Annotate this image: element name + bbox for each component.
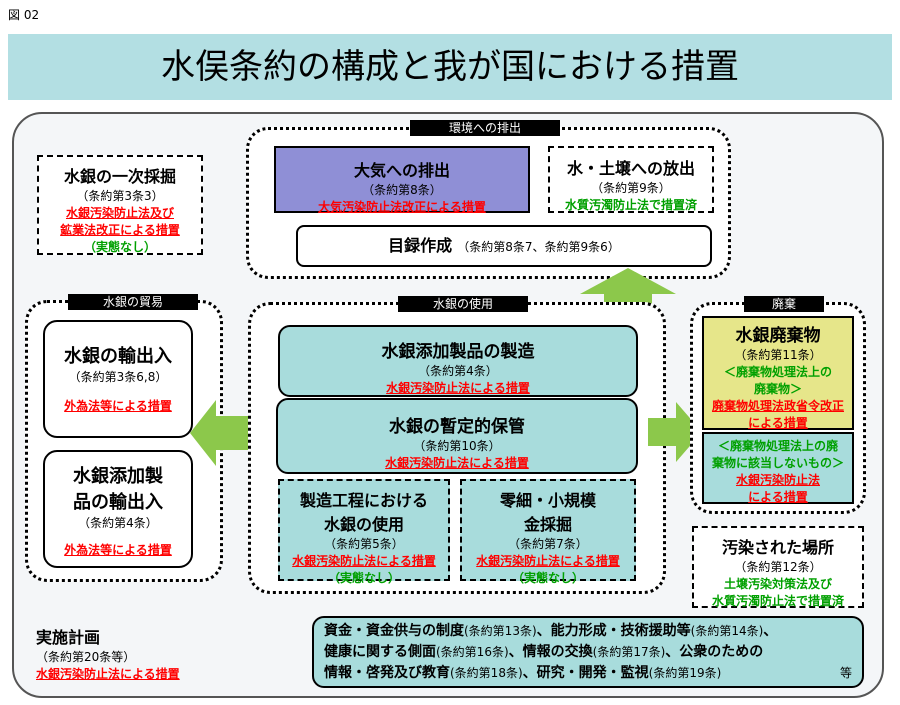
primary-mining-box: 水銀の一次採掘 （条約第3条3） 水銀汚染防止法及び 鉱業法改正による措置 （実… [37,155,203,255]
storage-article: （条約第10条） [413,439,501,453]
implementation-plan: 実施計画 （条約第20条等） 水銀汚染防止法による措置 [36,624,236,682]
air-emission-box: 大気への排出 （条約第8条） 大気汚染防止法改正による措置 [274,146,530,214]
other-provision-article: (条約第16条) [436,645,509,659]
contaminated-measure-2: 水質汚濁防止法で措置済 [711,594,844,608]
asgm-article: （条約第7条） [508,537,588,551]
air-emission-title: 大気への排出 [353,161,450,180]
other-line-3: 情報・啓発及び教育(条約第18条)、研究・開発・監視(条約第19条) 等 [324,663,852,684]
mercury-export-article: （条約第3条6,8） [68,370,168,384]
other-etc: 等 [839,666,852,680]
mercury-export-title: 水銀の輸出入 [64,346,172,367]
water-soil-measure: 水質汚濁防止法で措置済 [564,198,697,212]
asgm-note: （実態なし） [511,571,584,585]
other-provision-article: (条約第17条) [592,645,666,659]
waste-red-2a: 水銀汚染防止法 [735,473,820,487]
waste-green-2a: ＜廃棄物処理法上の廃 [717,439,838,453]
page-title: 水俣条約の構成と我が国における措置 [161,47,739,87]
process-use-note: （実態なし） [327,571,400,585]
other-provision-text: 、公衆のための [665,644,764,660]
product-export-title-1: 水銀添加製 [73,466,163,487]
contaminated-title: 汚染された場所 [721,538,834,557]
asgm-box: 零細・小規模 金採掘 （条約第7条） 水銀汚染防止法による措置 （実態なし） [460,479,636,585]
figure-label: 図 02 [8,8,40,22]
plan-article: （条約第20条等） [36,650,136,664]
other-provision-text: 資金・資金供与の制度 [324,623,464,639]
storage-box: 水銀の暫定的保管 （条約第10条） 水銀汚染防止法による措置 [276,398,638,474]
other-provision-text: 、 [763,623,778,639]
primary-mining-note: （実態なし） [83,240,156,254]
other-provision-article: (条約第14条) [690,624,764,638]
asgm-measure: 水銀汚染防止法による措置 [476,554,620,568]
water-soil-title: 水・土壌への放出 [566,159,695,178]
other-line-2: 健康に関する側面(条約第16条)、情報の交換(条約第17条)、公衆のための [324,642,852,663]
waste-red-2b: による措置 [748,490,808,504]
manufacture-title: 水銀添加製品の製造 [381,342,535,362]
non-waste-box: ＜廃棄物処理法上の廃 棄物に該当しないもの＞ 水銀汚染防止法 による措置 [702,432,854,504]
waste-red-1b: による措置 [748,416,808,430]
primary-mining-title: 水銀の一次採掘 [63,167,176,186]
other-line-1: 資金・資金供与の制度(条約第13条)、能力形成・技術援助等(条約第14条)、 [324,621,852,642]
water-soil-box: 水・土壌への放出 （条約第9条） 水質汚濁防止法で措置済 [548,146,714,213]
asgm-title-1: 零細・小規模 [499,491,596,510]
product-export-measure: 外為法等による措置 [64,543,172,557]
other-provisions-box: 資金・資金供与の制度(条約第13条)、能力形成・技術援助等(条約第14条)、 健… [312,616,864,688]
use-tag: 水銀の使用 [398,296,528,312]
plan-title: 実施計画 [36,628,101,647]
other-provision-article: (条約第18条) [450,666,523,680]
mercury-waste-box: 水銀廃棄物 （条約第11条） ＜廃棄物処理法上の 廃棄物＞ 廃棄物処理法政省令改… [702,316,854,430]
emission-tag: 環境への排出 [410,120,560,136]
primary-mining-measure-2: 鉱業法改正による措置 [60,223,180,237]
air-emission-measure: 大気汚染防止法改正による措置 [318,200,486,214]
product-export-article: （条約第4条） [78,516,158,530]
other-provision-text: 、情報の交換 [508,644,593,660]
contaminated-measure-1: 土壌汚染対策法及び [723,577,832,591]
other-provision-text: 健康に関する側面 [324,644,436,660]
manufacture-box: 水銀添加製品の製造 （条約第4条） 水銀汚染防止法による措置 [278,325,638,397]
storage-measure: 水銀汚染防止法による措置 [385,456,529,470]
other-provision-text: 情報・啓発及び教育 [324,665,450,681]
storage-title: 水銀の暫定的保管 [389,417,525,437]
other-provision-article: (条約第13条) [464,624,537,638]
mercury-waste-title: 水銀廃棄物 [735,326,821,346]
other-provision-text: 、研究・開発・監視 [522,665,649,681]
process-use-measure: 水銀汚染防止法による措置 [292,554,436,568]
waste-green-2b: 棄物に該当しないもの＞ [711,456,844,470]
mercury-export-box: 水銀の輸出入 （条約第3条6,8） 外為法等による措置 [43,320,193,438]
mercury-waste-article: （条約第11条） [734,348,822,362]
asgm-title-2: 金採掘 [523,515,572,534]
water-soil-article: （条約第9条） [591,181,671,195]
process-use-title-2: 水銀の使用 [323,515,404,534]
manufacture-article: （条約第4条） [418,364,498,378]
other-provision-article: (条約第19条) [648,666,722,680]
process-use-box: 製造工程における 水銀の使用 （条約第5条） 水銀汚染防止法による措置 （実態な… [278,479,450,585]
waste-green-1a: ＜廃棄物処理法上の [723,365,832,379]
waste-red-1a: 廃棄物処理法政省令改正 [711,399,844,413]
other-provision-text: 、能力形成・技術援助等 [536,623,691,639]
inventory-box: 目録作成 （条約第8条7、条約第9条6） [296,225,712,267]
primary-mining-measure-1: 水銀汚染防止法及び [65,206,174,220]
use-waste-arrow [648,402,702,462]
product-export-box: 水銀添加製 品の輸出入 （条約第4条） 外為法等による措置 [43,450,193,568]
process-use-article: （条約第5条） [324,537,404,551]
contaminated-article: （条約第12条） [734,560,822,574]
waste-green-1b: 廃棄物＞ [753,382,802,396]
air-emission-article: （条約第8条） [362,183,442,197]
process-use-title-1: 製造工程における [299,491,428,510]
inventory-article: （条約第8条7、条約第9条6） [457,240,620,254]
waste-tag: 廃棄 [744,296,824,312]
trade-tag: 水銀の貿易 [68,294,198,310]
mercury-export-measure: 外為法等による措置 [64,399,172,413]
plan-measure: 水銀汚染防止法による措置 [36,667,180,681]
primary-mining-article: （条約第3条3） [76,189,164,203]
contaminated-sites-box: 汚染された場所 （条約第12条） 土壌汚染対策法及び 水質汚濁防止法で措置済 [692,526,864,608]
title-banner: 水俣条約の構成と我が国における措置 [8,34,892,100]
product-export-title-2: 品の輸出入 [73,492,163,513]
manufacture-measure: 水銀汚染防止法による措置 [386,381,530,395]
inventory-title: 目録作成 [388,236,453,255]
